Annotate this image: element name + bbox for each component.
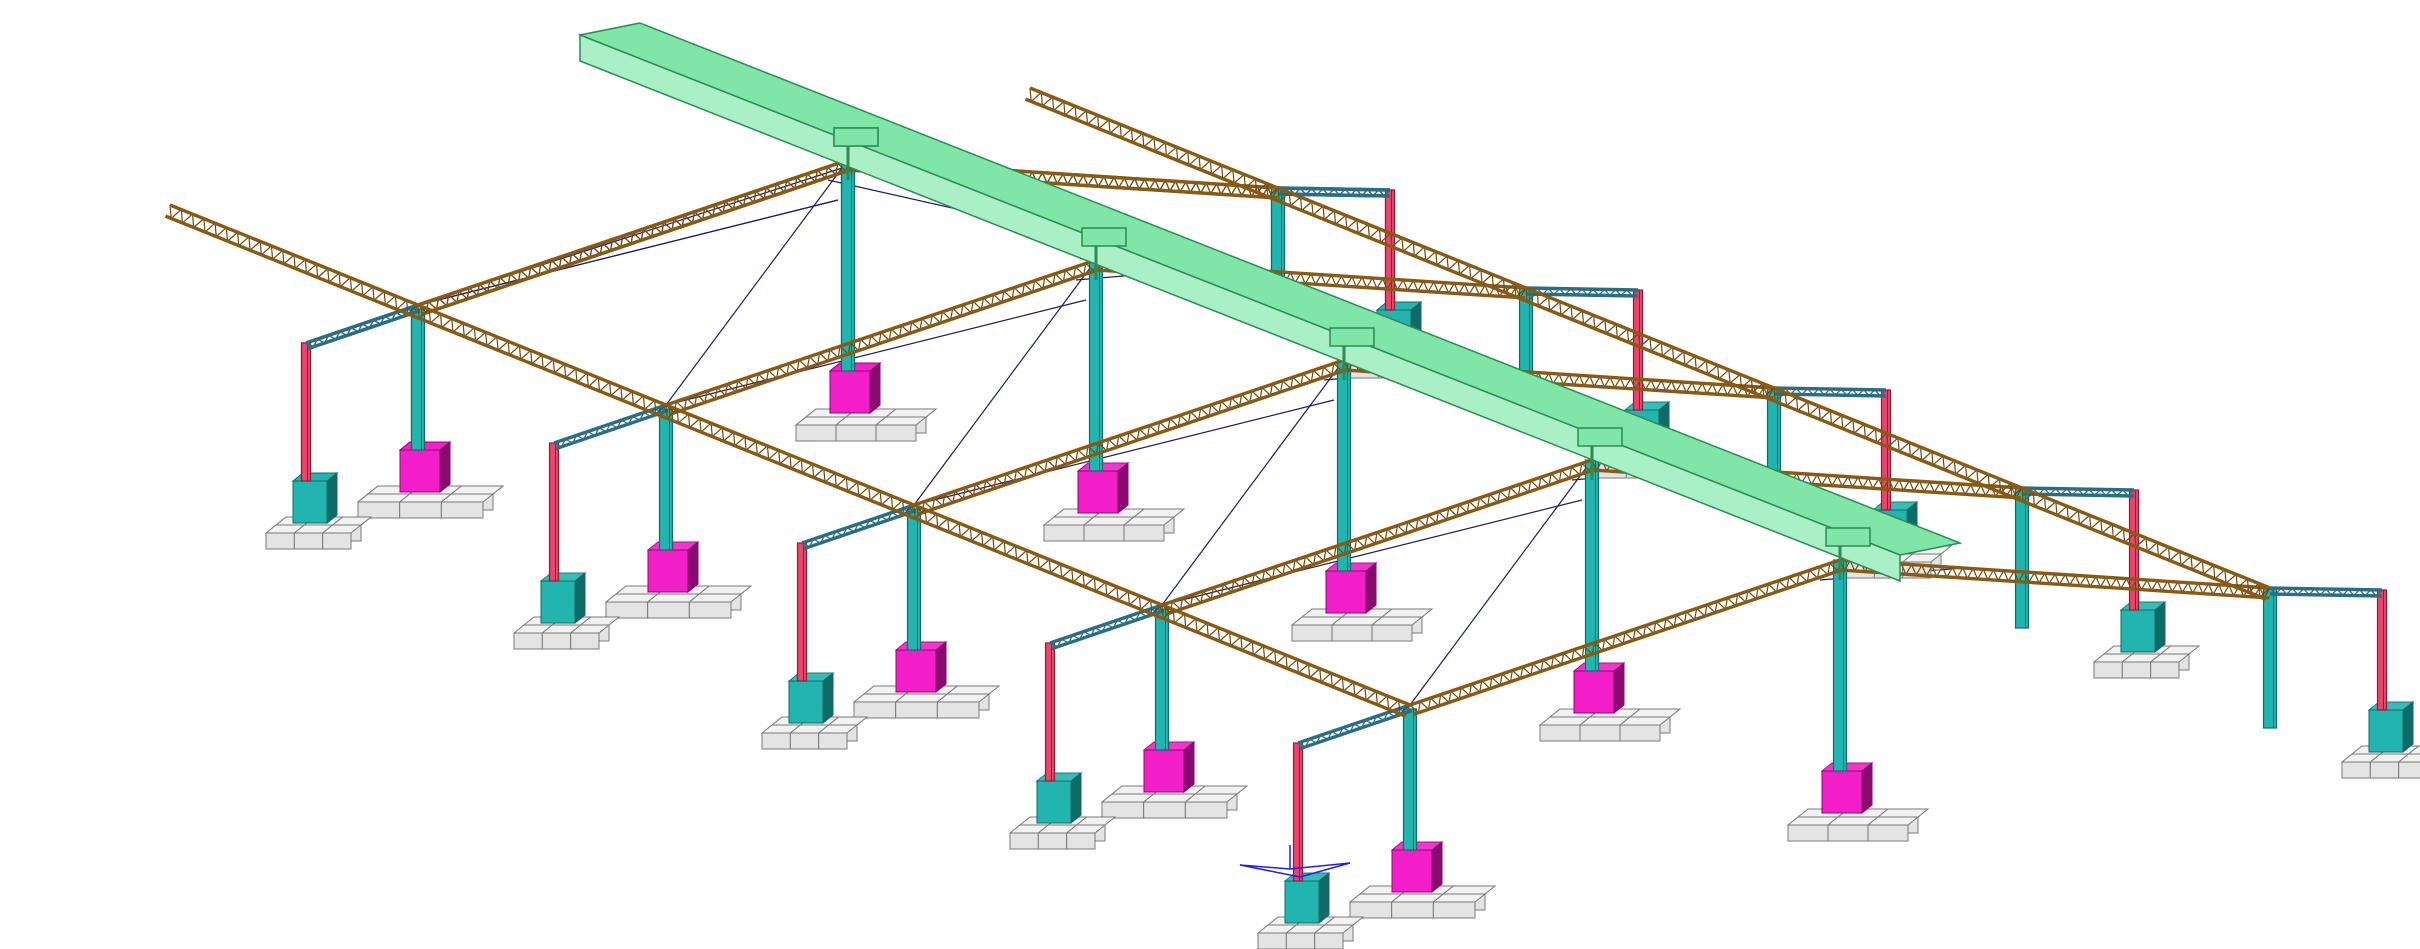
main-column-center bbox=[1832, 559, 1848, 772]
main-column-left bbox=[906, 508, 922, 651]
bracing-diagonal bbox=[1161, 367, 1339, 606]
footing-main-center bbox=[794, 408, 938, 442]
ucs-icon[interactable] bbox=[1239, 845, 1351, 878]
pedestal-secondary-left bbox=[1035, 771, 1083, 825]
secondary-column-left bbox=[796, 542, 808, 682]
pedestal-main-center bbox=[828, 361, 882, 415]
edge-truss-right bbox=[2269, 586, 2383, 598]
main-column-center bbox=[1584, 459, 1600, 672]
main-column-center bbox=[840, 159, 856, 372]
main-column-left bbox=[410, 308, 426, 451]
pedestal-secondary-left bbox=[1283, 871, 1331, 925]
rafter-truss-right bbox=[1839, 558, 2271, 600]
bracing-diagonal bbox=[665, 167, 843, 406]
main-column-right bbox=[2262, 587, 2278, 729]
pedestal-secondary-right bbox=[2119, 600, 2167, 654]
footing-secondary-left bbox=[760, 716, 869, 750]
pedestal-main-left bbox=[398, 440, 452, 494]
secondary-column-right bbox=[2376, 589, 2388, 711]
footing-main-left bbox=[1100, 785, 1249, 819]
trusses-layer bbox=[164, 86, 2383, 751]
footing-main-center bbox=[1538, 708, 1682, 742]
rafter-truss-left bbox=[1161, 458, 1596, 617]
longitudinal-truss-left bbox=[164, 203, 1411, 718]
pedestal-secondary-left bbox=[787, 671, 835, 725]
pedestal-main-left bbox=[1390, 840, 1444, 894]
main-column-center bbox=[1088, 259, 1104, 472]
main-column-right bbox=[2014, 487, 2030, 629]
footing-secondary-right bbox=[2340, 745, 2420, 779]
footing-main-center bbox=[1042, 508, 1186, 542]
rafter-truss-left bbox=[665, 258, 1100, 417]
rafter-truss-left bbox=[913, 358, 1348, 517]
secondary-column-left bbox=[300, 342, 312, 482]
rafter-truss-left bbox=[417, 158, 852, 317]
footing-secondary-left bbox=[1008, 816, 1117, 850]
footing-main-center bbox=[1290, 608, 1434, 642]
main-column-left bbox=[658, 408, 674, 551]
secondary-column-left bbox=[1292, 742, 1304, 882]
ucs-axes bbox=[1239, 862, 1351, 878]
ridge-beam bbox=[577, 22, 1963, 583]
secondary-column-right bbox=[1632, 289, 1644, 411]
secondary-column-right bbox=[1384, 189, 1396, 311]
secondary-column-left bbox=[548, 442, 560, 582]
secondary-column-right bbox=[2128, 489, 2140, 611]
secondary-column-right bbox=[1880, 389, 1892, 511]
main-column-center bbox=[1336, 359, 1352, 572]
footing-main-left bbox=[604, 585, 753, 619]
pedestal-secondary-left bbox=[291, 471, 339, 525]
pedestal-secondary-right bbox=[2367, 700, 2415, 754]
footing-secondary-right bbox=[2092, 645, 2201, 679]
bracing-diagonal bbox=[1409, 467, 1587, 706]
footing-main-center bbox=[1786, 808, 1930, 842]
pedestal-secondary-left bbox=[539, 571, 587, 625]
main-column-left bbox=[1402, 708, 1418, 851]
footing-main-left bbox=[852, 685, 1001, 719]
longitudinal-truss-right bbox=[1024, 86, 2271, 601]
bracing-diagonal bbox=[913, 267, 1091, 506]
bracing-diagonal bbox=[417, 199, 839, 306]
ridge-beam-layer bbox=[577, 22, 1963, 583]
secondary-column-left bbox=[1044, 642, 1056, 782]
rafter-truss-left bbox=[1409, 558, 1844, 717]
columns-layer bbox=[291, 159, 2415, 925]
main-column-left bbox=[1154, 608, 1170, 751]
